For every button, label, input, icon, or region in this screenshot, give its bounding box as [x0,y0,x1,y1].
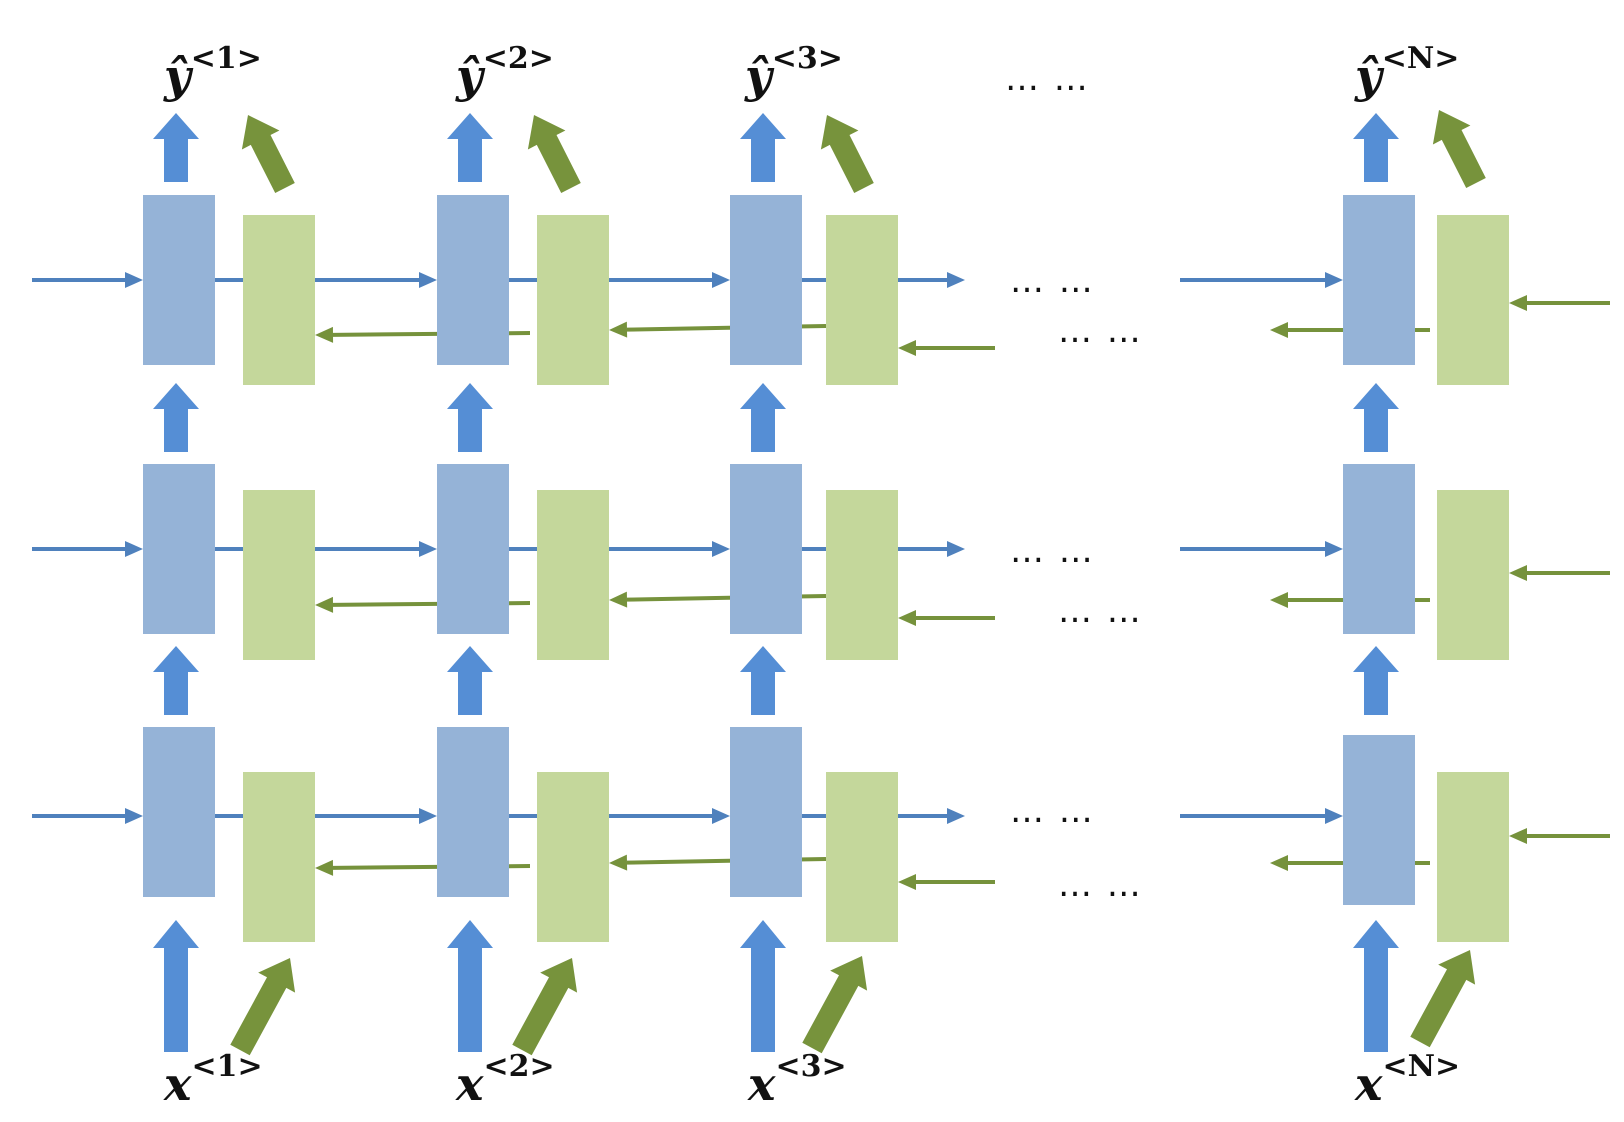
output-arrow-green-t3 [820,115,874,193]
forward-cell-layer2-t2 [437,464,509,634]
layer-up-arrow-1-t3 [740,383,786,452]
forward-cell-layer3-t4 [1343,735,1415,905]
forward-cell-layer1-t4 [1343,195,1415,365]
layer-up-arrow-2-t1 [153,646,199,715]
ellipsis-2: … … [1010,261,1095,301]
backward-arrow-layer3-in-t3 [898,874,995,890]
backward-cell-layer3-t3 [826,772,898,942]
layer-up-arrow-1-t2 [447,383,493,452]
input-arrow-blue-t4 [1353,920,1399,1052]
backward-cell-layer2-t1 [243,490,315,660]
input-label-t3: x<3> [747,1049,847,1111]
output-arrow-blue-t4 [1353,113,1399,182]
forward-cell-layer3-t2 [437,727,509,897]
output-label-t3: ŷ<3> [744,41,843,103]
ellipsis-6: … … [1010,791,1095,831]
backward-cell-layer1-t1 [243,215,315,385]
output-arrow-green-t1 [241,115,295,193]
forward-arrow-layer1-in [32,272,143,288]
forward-arrow-layer2-tN-in [1180,541,1343,557]
input-arrow-blue-t3 [740,920,786,1052]
layer-up-arrow-2-t2 [447,646,493,715]
backward-arrow-layer2-tN-in [1509,565,1610,581]
forward-cell-layer2-t3 [730,464,802,634]
forward-arrow-layer3-tN-in [1180,808,1343,824]
forward-cell-layer1-t3 [730,195,802,365]
forward-arrow-layer3-in [32,808,143,824]
input-arrow-green-t1 [230,958,296,1056]
ellipsis-5: … … [1058,591,1143,631]
ellipsis-4: … … [1010,531,1095,571]
forward-cell-layer1-t1 [143,195,215,365]
output-label-t1: ŷ<1> [163,41,262,103]
input-arrow-blue-t2 [447,920,493,1052]
input-label-t4: x<N> [1354,1049,1460,1111]
forward-cell-layer1-t2 [437,195,509,365]
forward-cell-layer2-t1 [143,464,215,634]
backward-cell-layer2-t3 [826,490,898,660]
output-arrow-blue-t2 [447,113,493,182]
layer-up-arrow-1-t4 [1353,383,1399,452]
backward-arrow-layer1-tN-in [1509,295,1610,311]
output-arrow-green-t2 [527,115,581,193]
output-arrow-green-t4 [1432,110,1486,188]
backward-cell-layer1-t3 [826,215,898,385]
forward-cell-layer3-t1 [143,727,215,897]
backward-arrow-layer1-in-t3 [898,340,995,356]
backward-cell-layer3-t2 [537,772,609,942]
output-label-t2: ŷ<2> [455,41,554,103]
backward-arrow-layer2-in-t3 [898,610,995,626]
output-arrow-blue-t1 [153,113,199,182]
layer-up-arrow-2-t3 [740,646,786,715]
ellipsis-1: … … [1005,59,1090,99]
input-arrow-green-t2 [512,958,578,1056]
output-arrow-blue-t3 [740,113,786,182]
input-arrow-blue-t1 [153,920,199,1052]
backward-cell-layer2-t2 [537,490,609,660]
input-arrow-green-t3 [802,956,868,1054]
backward-arrow-layer3-tN-in [1509,828,1610,844]
backward-cell-layer2-t4 [1437,490,1509,660]
forward-arrow-layer2-in [32,541,143,557]
output-label-t4: ŷ<N> [1354,41,1459,103]
forward-cell-layer3-t3 [730,727,802,897]
input-label-t2: x<2> [455,1049,555,1111]
backward-cell-layer1-t2 [537,215,609,385]
layer-up-arrow-1-t1 [153,383,199,452]
backward-cell-layer3-t4 [1437,772,1509,942]
input-label-t1: x<1> [163,1049,263,1111]
ellipsis-3: … … [1058,311,1143,351]
forward-arrow-layer1-tN-in [1180,272,1343,288]
ellipsis-7: … … [1058,865,1143,905]
backward-cell-layer1-t4 [1437,215,1509,385]
layer-up-arrow-2-t4 [1353,646,1399,715]
backward-cell-layer3-t1 [243,772,315,942]
input-arrow-green-t4 [1410,950,1476,1048]
forward-cell-layer2-t4 [1343,464,1415,634]
